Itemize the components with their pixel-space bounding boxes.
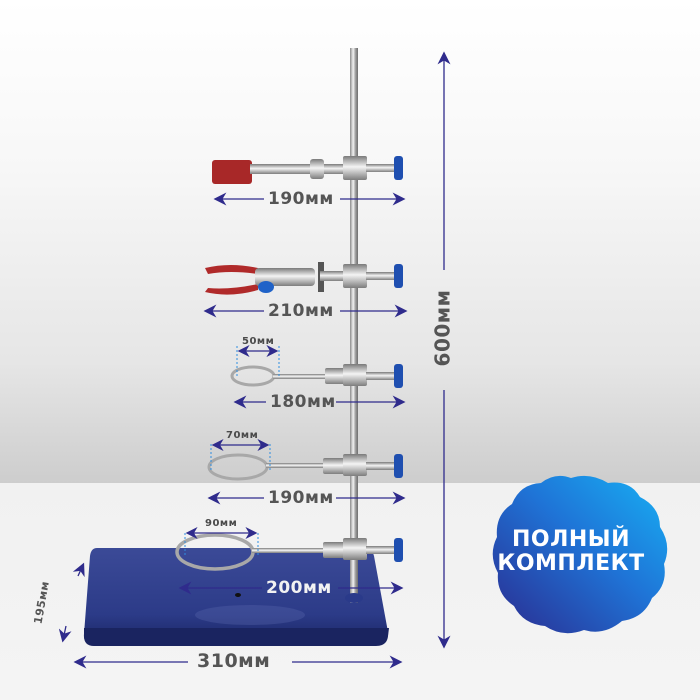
ring-clamp-2 (207, 439, 403, 481)
clamp-1-length-label: 190мм (268, 189, 334, 209)
full-set-badge (492, 475, 668, 634)
clamp-2-length-label: 210мм (268, 301, 334, 321)
dimension-arrows (58, 51, 451, 669)
ring-1-diameter-label: 50мм (242, 336, 275, 347)
height-label: 600мм (430, 289, 455, 367)
knob-icon[interactable] (394, 156, 403, 180)
knob-icon[interactable] (394, 364, 403, 388)
ring-1-length-label: 180мм (270, 392, 336, 412)
base-width-label: 310мм (197, 650, 271, 672)
stand-base (83, 548, 389, 646)
badge-line-1: ПОЛНЫЙ (511, 527, 630, 552)
badge-text: ПОЛНЫЙ КОМПЛЕКТ (486, 528, 656, 576)
rod-base-nut (345, 593, 363, 603)
ring-3-length-label: 200мм (266, 578, 332, 598)
ring-2-length-label: 190мм (268, 488, 334, 508)
knob-icon[interactable] (394, 264, 403, 288)
ring-2-diameter-label: 70мм (226, 430, 259, 441)
clamp-2 (205, 262, 403, 295)
clamp-1 (212, 156, 403, 184)
ring-3-diameter-label: 90мм (205, 518, 238, 529)
knob-icon[interactable] (394, 454, 403, 478)
knob-icon[interactable] (394, 538, 403, 562)
badge-line-2: КОМПЛЕКТ (497, 551, 645, 576)
ring-clamp-3 (175, 527, 403, 571)
stand-rod (350, 48, 358, 603)
ring-clamp-1 (230, 345, 403, 388)
